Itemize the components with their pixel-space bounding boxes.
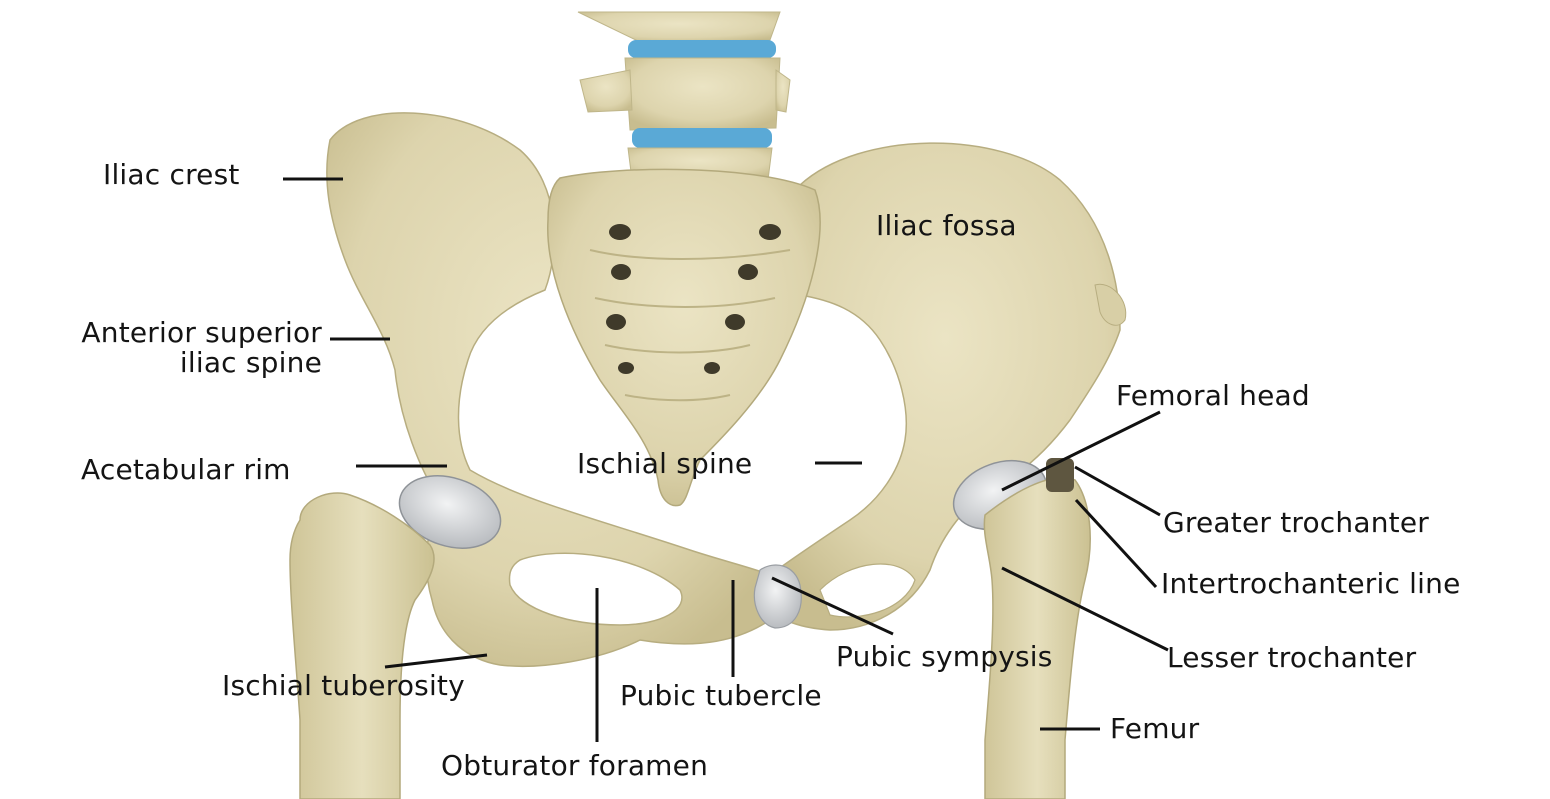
right-femur [984,458,1090,799]
greater-trochanter-shadow [1046,458,1074,492]
intervertebral-disc [632,128,772,148]
label-obturator-foramen: Obturator foramen [441,751,708,781]
intervertebral-disc [628,40,776,58]
label-femoral-head: Femoral head [1116,381,1310,411]
label-iliac-crest: Iliac crest [103,160,240,190]
pubic-symphysis-cartilage [754,565,801,628]
label-asis-line2: iliac spine [10,348,322,378]
left-femur [290,493,434,799]
label-pubic-tubercle: Pubic tubercle [620,681,822,711]
label-iliac-fossa: Iliac fossa [876,211,1017,241]
label-greater-trochanter: Greater trochanter [1163,508,1429,538]
label-intertrochanteric-line: Intertrochanteric line [1161,569,1461,599]
label-acetabular-rim: Acetabular rim [81,455,291,485]
label-lesser-trochanter: Lesser trochanter [1167,643,1416,673]
label-ischial-tuberosity: Ischial tuberosity [222,671,465,701]
lumbar-spine [578,12,790,180]
label-femur: Femur [1110,714,1199,744]
label-pubic-symphysis: Pubic sympysis [836,642,1053,672]
label-ischial-spine: Ischial spine [577,449,752,479]
label-asis-line1: Anterior superior [10,318,322,348]
